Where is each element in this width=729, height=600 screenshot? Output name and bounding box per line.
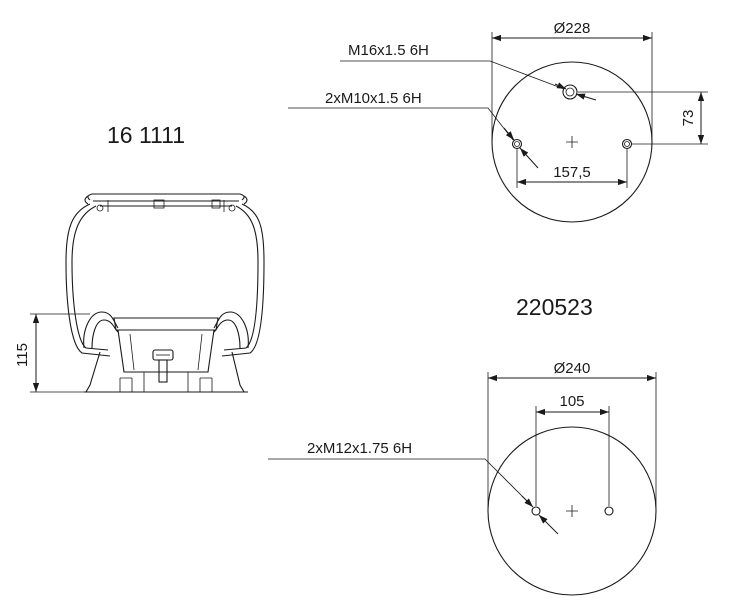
bottom-hole-spacing-dimension: 105 — [535, 393, 610, 506]
top-hole-spacing-label: 157,5 — [553, 164, 591, 181]
bottom-diameter-dimension: Ø240 — [487, 360, 657, 508]
bottom-plate-view: Ø240 105 2xM12x1.75 6H — [268, 360, 657, 596]
top-offset-dimension: 73 — [578, 91, 708, 145]
top-hole-spacing-dimension: 157,5 — [516, 148, 628, 188]
top-center-thread-hole — [562, 84, 578, 100]
top-bead-plate — [84, 193, 248, 212]
top-side-thread-hole-left — [511, 138, 523, 150]
bottom-hole-spacing-label: 105 — [559, 393, 584, 410]
rubber-bellow — [65, 203, 265, 357]
part-number-bellow: 16 1111 — [107, 122, 185, 148]
piston-base — [83, 311, 249, 393]
bottom-plate-outline — [487, 426, 657, 596]
height-dimension: 115 — [14, 313, 90, 393]
center-thread-label: M16x1.5 6H — [348, 42, 429, 59]
side-thread-label: 2xM10x1.5 6H — [325, 90, 422, 107]
height-label: 115 — [14, 343, 31, 367]
part-number-base: 220523 — [516, 294, 593, 320]
side-thread-callout: 2xM10x1.5 6H — [288, 90, 539, 169]
bottom-plate-center-mark — [566, 505, 578, 517]
top-plate-outline — [491, 61, 653, 223]
top-plate-view: Ø228 M16x1.5 6H 2xM10x1.5 6H 157,5 — [288, 20, 708, 223]
bottom-thread-label: 2xM12x1.75 6H — [307, 440, 412, 457]
bottom-diameter-label: Ø240 — [554, 360, 591, 377]
top-plate-center-mark — [566, 136, 578, 148]
bottom-thread-callout: 2xM12x1.75 6H — [268, 440, 559, 535]
bottom-thread-hole-left — [531, 506, 541, 516]
bottom-thread-hole-right — [604, 506, 614, 516]
center-thread-callout: M16x1.5 6H — [340, 42, 597, 101]
air-spring-side-view: 115 — [14, 193, 265, 393]
top-side-thread-hole-right — [621, 138, 633, 150]
top-diameter-label: Ø228 — [554, 20, 591, 37]
top-offset-label: 73 — [680, 110, 697, 127]
top-diameter-dimension: Ø228 — [491, 20, 653, 140]
